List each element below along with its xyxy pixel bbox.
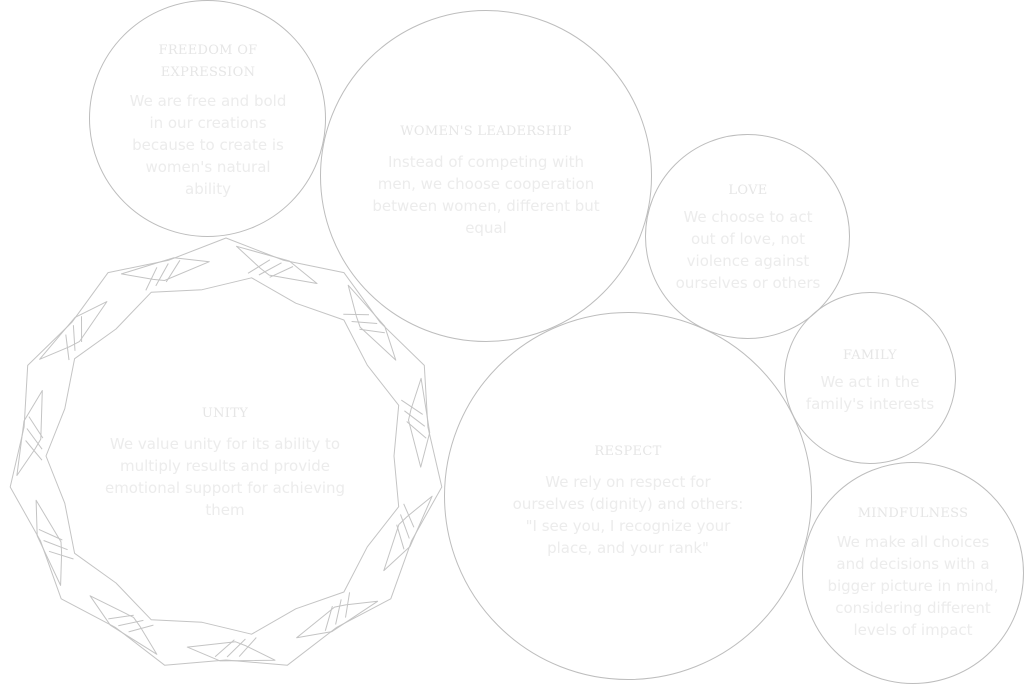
freedom-title: FREEDOM OF EXPRESSION [158, 43, 258, 80]
mindfulness-title: MINDFULNESS [857, 506, 969, 521]
ring-hook-shape [16, 390, 43, 476]
ring-finger-stroke [72, 325, 76, 351]
ring-finger-stroke [359, 328, 385, 334]
family-description: We act in the family's interests [805, 373, 935, 413]
leadership-circle [320, 10, 652, 342]
ring-hook-shape [35, 499, 63, 586]
respect-title: RESPECT [594, 444, 662, 459]
ring-finger-stroke [396, 524, 405, 550]
leadership-description: Instead of competing with men, we choose… [372, 153, 600, 237]
ring-finger-stroke [48, 550, 74, 560]
ring-finger-stroke [26, 428, 43, 450]
mindfulness-text: MINDFULNESS We make all choices and deci… [818, 503, 1008, 641]
ring-finger-stroke [403, 503, 415, 528]
love-text: LOVE We choose to act out of love, not v… [665, 180, 831, 294]
ring-finger-stroke [145, 267, 158, 291]
freedom-text: FREEDOM OF EXPRESSION We are free and bo… [112, 40, 304, 200]
leadership-title: WOMEN'S LEADERSHIP [400, 124, 572, 139]
ring-finger-stroke [400, 514, 410, 539]
love-title: LOVE [728, 183, 768, 198]
ring-finger-stroke [214, 639, 235, 658]
unity-description: We value unity for its ability to multip… [104, 435, 346, 519]
unity-ornament-ring [9, 237, 443, 666]
ring-hook-shape [383, 495, 433, 572]
ring-hook-shape [120, 257, 210, 281]
ring-finger-stroke [118, 619, 144, 627]
ring-hook-shape [296, 600, 379, 639]
ring-finger-stroke [155, 263, 169, 287]
ring-finger-stroke [238, 637, 257, 657]
unity-text: UNITY We value unity for its ability to … [100, 403, 350, 521]
ring-finger-stroke [404, 410, 426, 427]
ring-finger-stroke [324, 605, 333, 631]
respect-circle [444, 312, 812, 680]
ring-hook-shape [186, 641, 276, 662]
ring-finger-stroke [128, 624, 154, 633]
ring-finger-stroke [247, 259, 271, 274]
ring-inner-edge [45, 277, 400, 635]
freedom-circle [89, 0, 326, 237]
ring-hook-shape [89, 595, 158, 655]
unity-title: UNITY [201, 406, 249, 421]
ring-finger-stroke [401, 399, 423, 415]
ring-finger-stroke [269, 266, 294, 278]
love-description: We choose to act out of love, not violen… [675, 208, 821, 292]
ring-outer-edge [9, 237, 443, 666]
ring-finger-stroke [25, 440, 43, 461]
ring-finger-stroke [65, 334, 70, 361]
ring-finger-stroke [335, 599, 342, 625]
ring-finger-stroke [43, 540, 68, 551]
family-circle [784, 292, 956, 464]
ring-hook-shape [236, 245, 318, 284]
ring-hook-shape [408, 377, 431, 468]
respect-text: RESPECT We rely on respect for ourselves… [502, 441, 754, 559]
ring-finger-stroke [108, 614, 134, 620]
ring-finger-stroke [165, 260, 181, 283]
ring-hook-shape [347, 284, 397, 361]
ring-finger-stroke [343, 313, 370, 316]
freedom-description: We are free and bold in our creations be… [129, 92, 287, 198]
family-title: FAMILY [843, 348, 897, 363]
ring-finger-stroke [258, 262, 282, 276]
ring-finger-stroke [226, 638, 246, 658]
ring-finger-stroke [351, 321, 378, 324]
respect-description: We rely on respect for ourselves (dignit… [512, 473, 744, 557]
ring-finger-stroke [345, 592, 351, 618]
ring-hook-shape [39, 301, 108, 360]
love-circle [645, 134, 850, 339]
mindfulness-description: We make all choices and decisions with a… [827, 533, 999, 639]
leadership-text: WOMEN'S LEADERSHIP Instead of competing … [370, 121, 602, 239]
family-text: FAMILY We act in the family's interests [796, 345, 944, 415]
ring-finger-stroke [28, 416, 44, 439]
ring-finger-stroke [38, 528, 63, 541]
ring-finger-stroke [406, 421, 427, 439]
